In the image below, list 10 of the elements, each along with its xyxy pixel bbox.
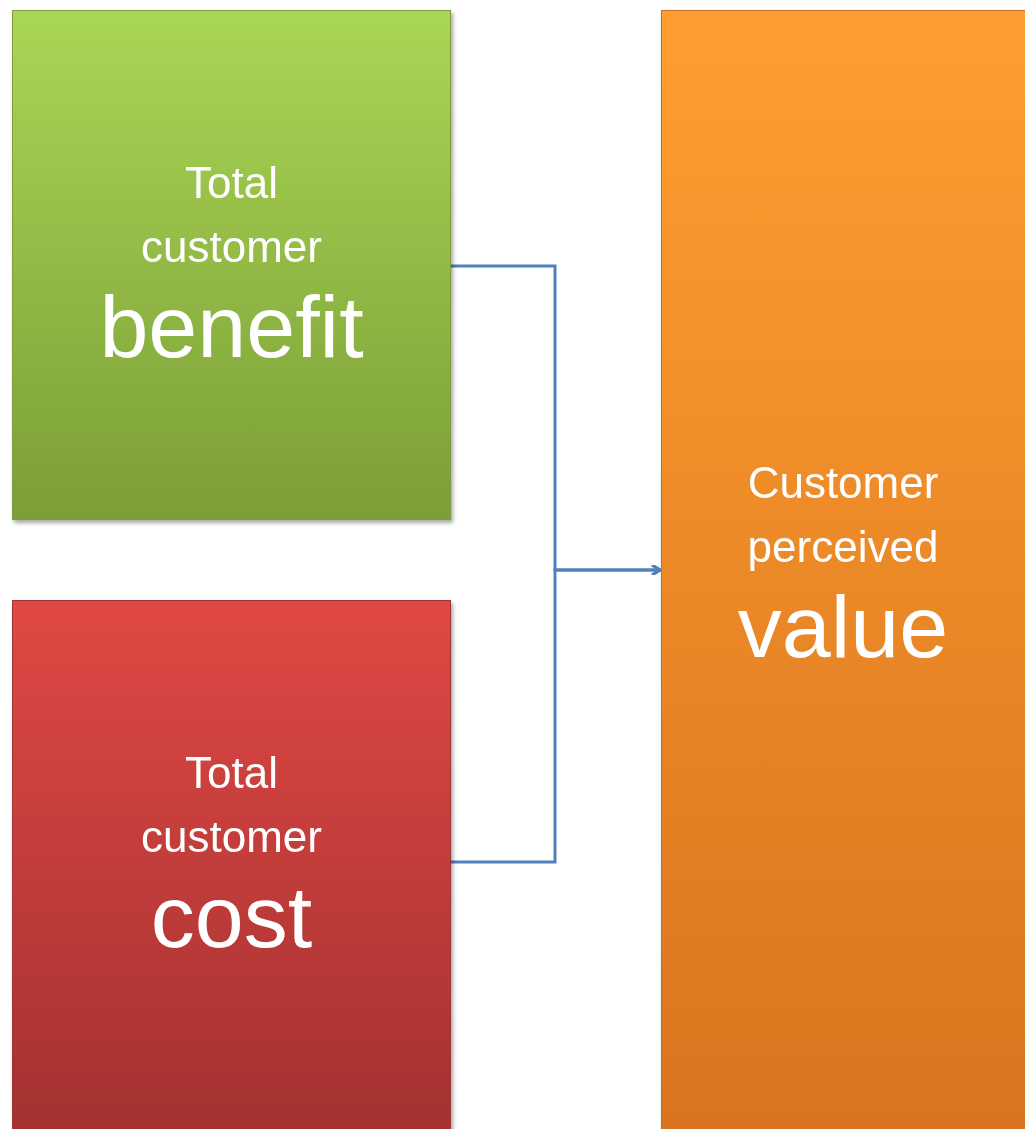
box-heading: Customer perceived	[746, 457, 940, 573]
box-heading: Total customer	[140, 157, 323, 273]
box-heading: Total customer	[140, 747, 323, 863]
process-box	[661, 10, 1025, 1129]
process-box	[12, 10, 451, 520]
box-title: value	[737, 578, 949, 676]
process-box	[12, 600, 451, 1129]
box-title: benefit	[99, 278, 364, 376]
box-title: cost	[150, 868, 313, 966]
connector-arrow	[451, 563, 662, 864]
